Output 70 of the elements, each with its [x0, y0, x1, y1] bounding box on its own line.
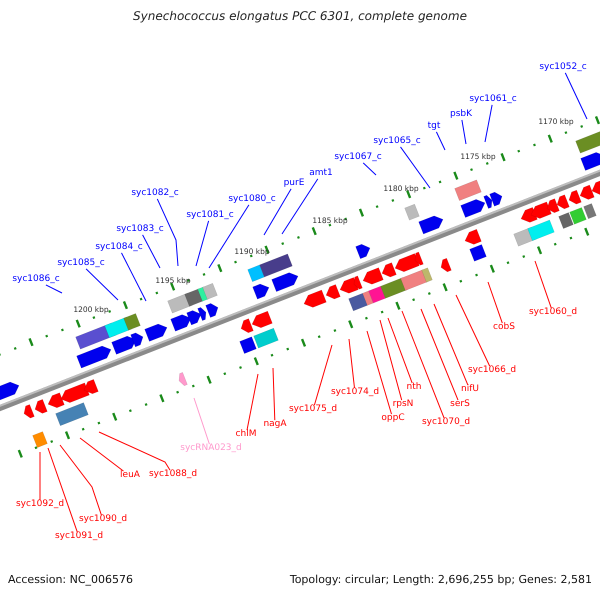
gene-label: syc1082_c: [131, 189, 179, 199]
accession-text: Accession: NC_006576: [8, 574, 134, 586]
leader-line: [484, 104, 493, 142]
gene-label: chlM: [236, 430, 256, 440]
leader-line: [246, 374, 258, 431]
gene-label: oppC: [381, 414, 405, 424]
gene-label: syc1080_c: [228, 195, 276, 205]
leader-line: [436, 131, 446, 150]
gene-label: syc1084_c: [95, 243, 143, 253]
leader-line: [456, 294, 490, 367]
gene-label: syc1052_c: [539, 63, 587, 73]
gene-label: nagA: [263, 420, 287, 430]
leader-line: [121, 252, 146, 302]
gene-label: syc1065_c: [373, 137, 421, 147]
gene-label: syc1085_c: [57, 259, 105, 269]
leader-line: [196, 220, 210, 266]
gene-label: leuA: [120, 471, 140, 481]
gene-label: syc1075_d: [288, 405, 338, 415]
gene-label: nifU: [461, 385, 479, 395]
gene-label: syc1060_d: [528, 308, 578, 318]
leader-line: [80, 438, 124, 472]
leader-line: [400, 146, 430, 188]
leader-line: [98, 432, 170, 471]
gene-label: tgt: [428, 122, 440, 132]
gene-label: serS: [450, 400, 470, 410]
leader-line: [488, 282, 503, 324]
gene-label: syc1081_c: [186, 211, 234, 221]
gene-label: psbK: [450, 110, 472, 120]
summary-text: Topology: circular; Length: 2,696,255 bp; Genes: 2,581: [290, 574, 592, 586]
leader-line: [142, 234, 160, 268]
leader-line: [272, 368, 276, 421]
gene-label: rpsN: [392, 400, 414, 410]
leader-line: [208, 204, 250, 268]
gene-label: syc1074_d: [330, 388, 380, 398]
gene-label: syc1083_c: [116, 225, 164, 235]
leader-line: [264, 188, 292, 236]
leader-line: [60, 444, 102, 516]
leader-line: [402, 310, 445, 419]
gene-label: amt1: [309, 169, 333, 179]
gene-label: syc1066_d: [468, 366, 516, 376]
leader-line: [194, 398, 210, 445]
gene-label: syc1067_c: [334, 153, 382, 163]
leader-line: [461, 119, 466, 144]
gene-label: syc1091_d: [54, 532, 104, 542]
leader-line: [314, 344, 332, 406]
leader-line: [348, 338, 355, 389]
leader-line: [420, 308, 458, 401]
leader-line: [45, 284, 62, 294]
leader-line: [282, 178, 318, 234]
leader-line: [434, 304, 468, 386]
leader-line: [534, 260, 552, 309]
leader-line: [48, 448, 78, 533]
gene-label: nth: [406, 383, 422, 393]
leader-line: [362, 162, 376, 176]
leader-line: [564, 72, 588, 120]
title: Synechococcus elongatus PCC 6301, complete genome: [132, 10, 468, 24]
gene-label: syc1070_d: [422, 418, 470, 428]
gene-label: syc1092_d: [16, 500, 64, 510]
gene-label: syc1061_c: [469, 95, 517, 105]
leader-line: [156, 198, 178, 266]
leader-line: [380, 320, 402, 401]
gene-label: syc1086_c: [12, 275, 60, 285]
gene-label: cobS: [493, 323, 515, 333]
gene-label: purE: [284, 179, 304, 189]
gene-label: syc1090_d: [78, 515, 128, 525]
leader-line: [86, 268, 118, 300]
leader-line: [388, 318, 413, 384]
leader-line: [366, 330, 392, 415]
gene-label: sycRNA023_d: [180, 444, 242, 454]
gene-label: syc1088_d: [148, 470, 198, 480]
